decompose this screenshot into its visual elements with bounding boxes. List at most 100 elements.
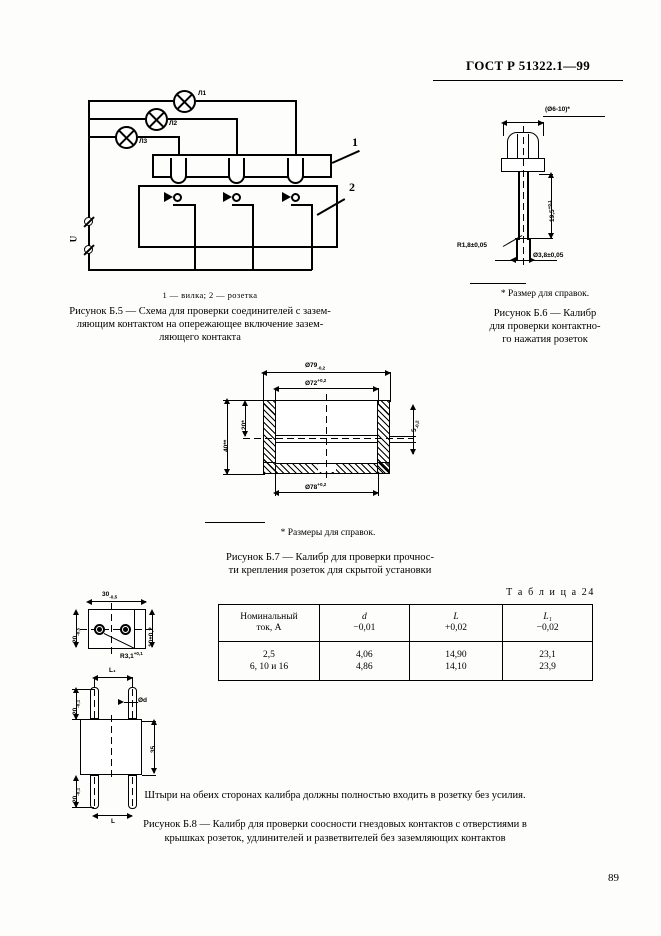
b6-top-dim-label: (Ø6-10)* [545, 106, 570, 113]
b8-pin-diameter-label: Ød [138, 697, 148, 704]
b7-inner-dim-line [275, 388, 378, 389]
figure-b8-note: Штыри на обеих сторонах калибра должны п… [144, 790, 526, 801]
b6-height-ext-top [539, 174, 553, 175]
header-main: Номинальный [240, 612, 298, 622]
b8-plan-top-arrow-right [141, 599, 147, 605]
b8-width-value: 30 [102, 591, 110, 598]
b8-elevation-centerline [111, 715, 112, 781]
lamp-l1-label: Л1 [198, 90, 207, 97]
b7-inner-arrow-left [273, 386, 279, 392]
b7-bottom-window [318, 464, 336, 472]
socket-contact-ring [173, 193, 182, 202]
b8-pin-lower-value: 20 [72, 795, 79, 803]
figure-b6-footnote: * Размер для справок. [500, 289, 590, 299]
cell-value-row2: 6, 10 и 16 [249, 662, 289, 672]
figure-b5-schematic: Л1 Л2 Л3 [60, 88, 370, 288]
header-main: L [453, 612, 459, 622]
cell-value-row1: 14,90 [445, 650, 467, 660]
cell-value-row1: 4,06 [356, 650, 373, 660]
b8-body-arrow-top [151, 719, 157, 725]
table-header-cell-l1: L₁ −0,02 [502, 604, 593, 642]
table-cell-current: 2,5 6, 10 и 16 [218, 641, 320, 681]
b7-dim20-arrow-top [242, 400, 248, 406]
b8-l1-ext-left [94, 677, 95, 691]
figure-b7-caption: Рисунок Б.7 — Калибр для проверки прочно… [175, 551, 485, 577]
b7-bottom-dim-line [275, 492, 378, 493]
b6-top-leader [543, 116, 605, 117]
b6-height-arrow-top [548, 172, 554, 178]
b8-pin-upper-arrow-top [73, 687, 79, 693]
b7-ext-left-bottom [275, 474, 276, 496]
table-cell-l1: 23,1 23,9 [502, 641, 593, 681]
b6-tip-edge [515, 238, 531, 240]
header-sub: ток, А [256, 623, 282, 633]
b6-baseline [495, 260, 557, 261]
table-header-cell-d: d −0,01 [318, 604, 410, 642]
figure-b6-caption-line1: Рисунок Б.6 — Калибр [493, 308, 597, 319]
socket-top-edge [138, 185, 338, 188]
b8-plan-centerline-h [80, 629, 154, 630]
b8-pin-dia-leader [124, 702, 138, 703]
wire-contact-2 [232, 204, 254, 206]
table-header-cell-current: Номинальный ток, А [218, 604, 320, 642]
return-bus-left-riser [88, 100, 90, 270]
figure-b8-caption-line2: крышках розеток, удлинителей и разветвит… [164, 833, 506, 844]
cell-value-row1: 2,5 [263, 650, 275, 660]
rail-l2-right [168, 118, 237, 120]
b6-dia-arrow-left [510, 257, 516, 263]
b7-outer-tolerance: -0,2 [317, 365, 326, 371]
b7-ext-right-inner [378, 388, 379, 404]
plug-right-edge [330, 154, 333, 178]
b7-bottom-tolerance: +0,2 [317, 482, 327, 487]
socket-contact-3 [282, 192, 300, 203]
b8-l1-arrow-right [127, 675, 133, 681]
b6-height-dim-label: 19,5+0,1 [547, 200, 556, 222]
b8-thickness-label: 10±0,2 [148, 627, 155, 647]
cell-value-row2: 14,10 [445, 662, 467, 672]
b7-dim20-arrow-bottom [242, 431, 248, 437]
b6-top-dim-arrow-left [501, 120, 507, 126]
figure-b6-caption-line3: го нажатия розеток [502, 334, 588, 345]
b6-height-value: 19,5 [549, 209, 557, 222]
plug-top-edge [152, 154, 332, 157]
cell-value-row1: 23,1 [539, 650, 556, 660]
b6-shaft-left [518, 172, 520, 240]
b7-vertical-centerline [326, 394, 327, 482]
table-cell-l: 14,90 14,10 [408, 641, 504, 681]
b8-pin-lower-dim-line [76, 777, 77, 807]
b6-head-inner-right [528, 134, 530, 162]
drop-l2 [236, 118, 238, 156]
b8-thickness-arrow-top [149, 609, 155, 615]
socket-contact-ring [232, 193, 241, 202]
figure-b6-caption: Рисунок Б.6 — Калибр для проверки контак… [455, 307, 635, 346]
b7-dim20-line [245, 402, 246, 436]
b6-ext-left [503, 122, 504, 136]
b7-inner-tolerance: +0,2 [317, 378, 327, 383]
figure-b5-caption-line2: ляющим контактом на опережающее включени… [76, 319, 324, 330]
b8-pin-upper-label: 20-0,1 [72, 700, 80, 715]
lamp-l1 [173, 90, 196, 113]
b7-inner-value: Ø72 [305, 380, 318, 388]
b7-dim5-label: 5-0,2 [411, 420, 419, 432]
page-number: 89 [608, 872, 619, 884]
header-rule [433, 80, 623, 81]
b7-dim40-ext-top [223, 400, 265, 401]
figure-b5-caption: Рисунок Б.5 — Схема для проверки соедини… [50, 305, 350, 344]
callout-1-label: 1 [352, 135, 358, 149]
b8-height-label: 20-0,5 [72, 628, 80, 643]
b8-plan-top-arrow-left [86, 599, 92, 605]
socket-contact-2 [223, 192, 241, 203]
b7-inner-arrow-right [373, 386, 379, 392]
b8-pin-upper-right-axis [132, 689, 133, 719]
socket-right-edge [336, 185, 339, 248]
figure-b8-caption-line1: Рисунок Б.8 — Калибр для проверки соосно… [143, 819, 527, 830]
figure-b6-footnote-rule [470, 283, 526, 284]
b6-height-ext-bottom [527, 238, 553, 239]
figure-b7-gauge-section: Ø79-0,2 Ø72+0,2 20* [215, 362, 440, 512]
b8-pin-lower-arrow-top [73, 775, 79, 781]
wire-contact-1 [173, 204, 195, 206]
header-sub: −0,01 [353, 623, 376, 633]
table-cell-d: 4,06 4,86 [318, 641, 410, 681]
figure-b8-gauge: 30-0,5 20-0,5 10±0,2 R3,1+0,1 [58, 585, 218, 825]
table-24: Номинальный ток, А d −0,01 L +0,02 L₁ −0… [218, 604, 593, 681]
